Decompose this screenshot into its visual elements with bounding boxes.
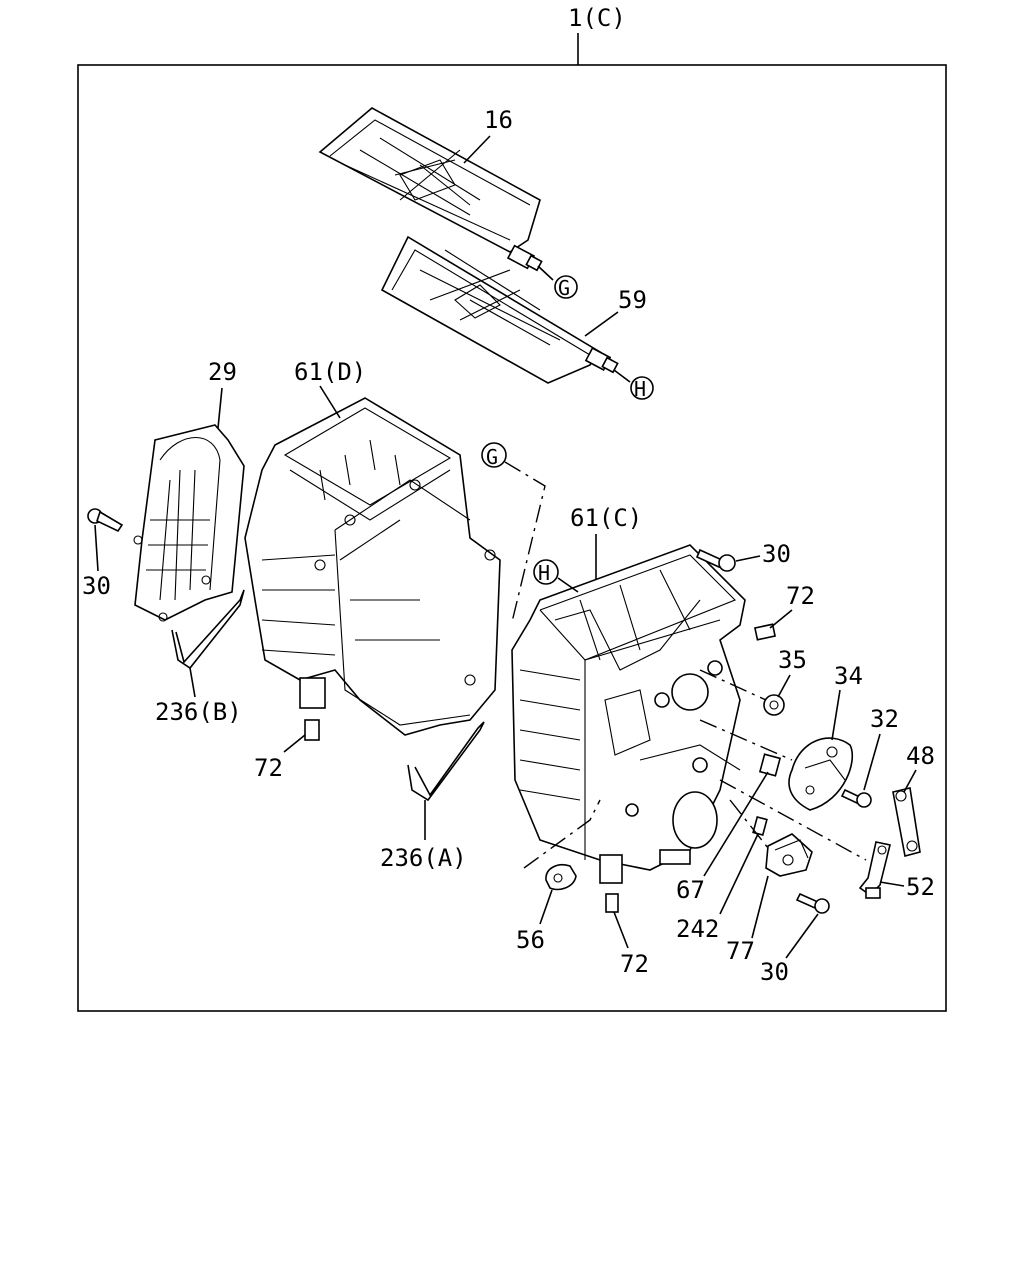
leader-30-left <box>94 524 99 572</box>
leader-242 <box>719 833 759 915</box>
part-236a-wire <box>407 721 485 802</box>
part-61c-case <box>511 544 746 884</box>
marker-h1 <box>630 376 654 400</box>
part-30-screw-bottom <box>795 892 830 914</box>
callout-77: 77 <box>726 937 755 965</box>
marker-g1 <box>554 275 578 299</box>
leader-h1 <box>613 369 631 383</box>
part-61d-case <box>244 397 501 736</box>
part-32-screw <box>840 788 872 808</box>
part-52-bracket <box>858 841 891 899</box>
callout-30-top: 30 <box>762 540 791 568</box>
leader-34 <box>831 689 841 741</box>
leader-29 <box>217 387 223 429</box>
marker-g1-text: G <box>558 276 570 300</box>
part-34-lever <box>788 737 854 811</box>
leader-32 <box>863 733 881 791</box>
callout-242: 242 <box>676 915 719 943</box>
leader-h2 <box>557 577 579 593</box>
callout-72-left: 72 <box>254 754 283 782</box>
marker-g2-text: G <box>486 445 498 469</box>
callout-56: 56 <box>516 926 545 954</box>
part-29-side-cover <box>133 424 245 622</box>
part-59-door <box>380 235 619 384</box>
callout-67: 67 <box>676 876 705 904</box>
part-77-actuator <box>765 833 813 877</box>
callout-34: 34 <box>834 662 863 690</box>
part-48-link <box>892 787 921 857</box>
part-30-screw-top <box>695 548 736 572</box>
leader-48 <box>903 769 917 793</box>
callout-236a: 236(A) <box>380 844 467 872</box>
part-72-clip-left <box>304 719 320 741</box>
marker-h2 <box>533 559 559 585</box>
callout-72-right: 72 <box>786 582 815 610</box>
callout-30-left: 30 <box>82 572 111 600</box>
assembly-label: 1(C) <box>568 4 626 32</box>
leader-236b <box>189 667 196 698</box>
callout-61d: 61(D) <box>294 358 366 386</box>
callout-16: 16 <box>484 106 513 134</box>
part-30-screw-left <box>87 508 124 533</box>
part-72-clip-right <box>754 623 776 641</box>
callout-29: 29 <box>208 358 237 386</box>
part-67-clip <box>758 753 782 777</box>
part-72-clip-bottom <box>605 893 619 913</box>
callout-32: 32 <box>870 705 899 733</box>
leader-30-bottom <box>785 913 819 959</box>
callout-236b: 236(B) <box>155 698 242 726</box>
callout-52: 52 <box>906 873 935 901</box>
diagram-frame <box>77 64 947 1012</box>
leader-30-top <box>735 555 761 562</box>
marker-h1-text: H <box>634 377 646 401</box>
phantom-line-77 <box>729 799 769 849</box>
phantom-line-35 <box>699 669 767 701</box>
leader-67 <box>703 771 769 877</box>
phantom-line-g <box>504 461 546 623</box>
callout-59: 59 <box>618 286 647 314</box>
part-236b-wire <box>171 589 245 670</box>
phantom-line-56 <box>523 799 601 869</box>
callout-48: 48 <box>906 742 935 770</box>
part-35-bushing <box>763 694 785 716</box>
callout-72-bottom: 72 <box>620 950 649 978</box>
leader-72-left <box>283 734 306 753</box>
callout-35: 35 <box>778 646 807 674</box>
leader-52 <box>879 881 905 887</box>
part-242-seal <box>752 815 768 837</box>
marker-g2 <box>481 442 507 468</box>
leader-77 <box>751 875 769 939</box>
leader-59 <box>584 311 619 337</box>
callout-61c: 61(C) <box>570 504 642 532</box>
phantom-line-34 <box>699 719 793 761</box>
part-56-bracket <box>545 864 577 891</box>
part-16-door <box>318 107 543 272</box>
leader-61d <box>319 385 341 419</box>
marker-h2-text: H <box>538 561 550 585</box>
leader-72-bottom <box>613 911 629 949</box>
leader-35 <box>777 674 791 698</box>
leader-72-right <box>769 609 793 629</box>
leader-16 <box>463 135 491 164</box>
leader-56 <box>539 889 553 925</box>
phantom-line-52 <box>719 779 867 861</box>
leader-g1 <box>537 265 554 281</box>
callout-30-bottom: 30 <box>760 958 789 986</box>
